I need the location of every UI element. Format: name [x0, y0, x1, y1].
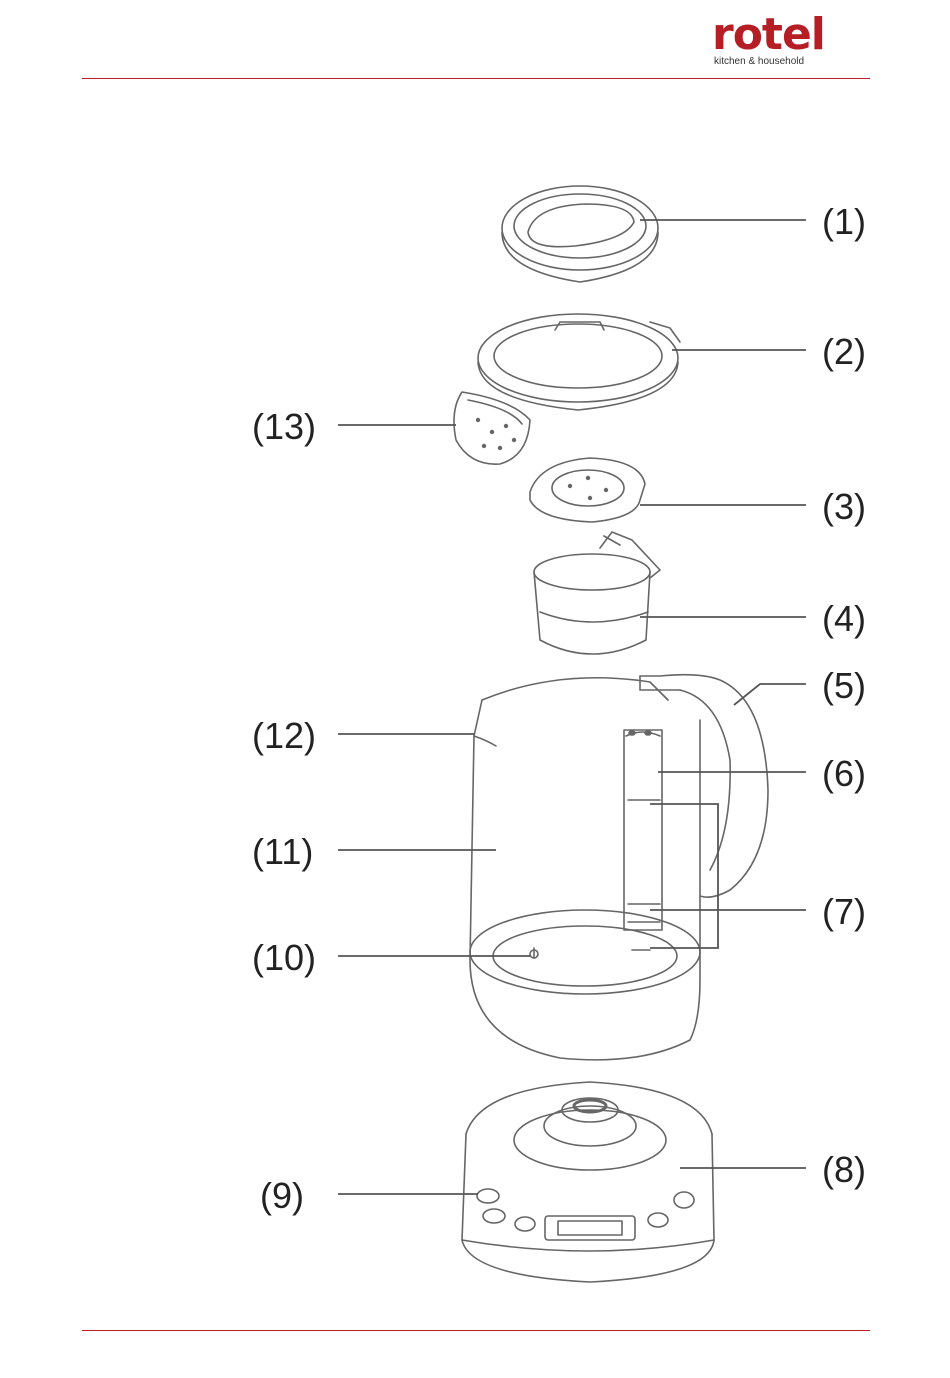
callout-5: (5) — [822, 665, 866, 706]
tea-basket — [534, 532, 660, 654]
callout-6: (6) — [822, 753, 866, 794]
callout-1: (1) — [822, 201, 866, 242]
handle — [640, 675, 768, 897]
base — [462, 1082, 714, 1282]
callout-3: (3) — [822, 486, 866, 527]
control-panel — [477, 1189, 694, 1240]
water-level-indicator — [624, 730, 662, 950]
callout-8: (8) — [822, 1149, 866, 1190]
filter-insert — [454, 392, 530, 464]
callout-13: (13) — [252, 406, 316, 447]
lid-ring — [478, 314, 680, 410]
callout-4: (4) — [822, 598, 866, 639]
callout-12: (12) — [252, 715, 316, 756]
strainer-lid — [530, 458, 645, 522]
callout-11: (11) — [252, 831, 313, 872]
callout-10: (10) — [252, 937, 316, 978]
glass-jug — [470, 678, 700, 1060]
callout-7: (7) — [822, 891, 866, 932]
leader-7 — [650, 804, 806, 948]
callout-9: (9) — [260, 1175, 304, 1216]
callout-2: (2) — [822, 331, 866, 372]
lid — [502, 186, 658, 282]
leader-5 — [734, 684, 806, 705]
